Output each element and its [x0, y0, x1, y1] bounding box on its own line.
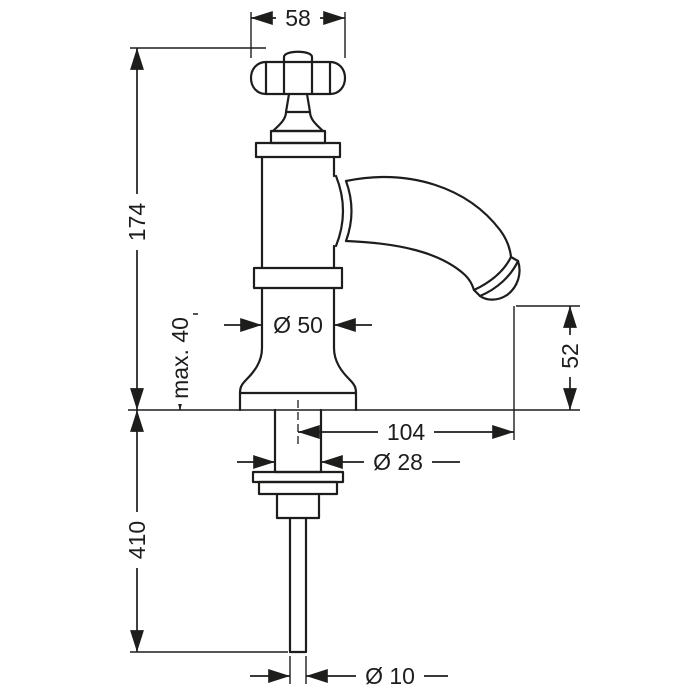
dim-52-label: 52 [557, 343, 583, 369]
dim-total-height: 174 [123, 47, 266, 410]
faucet-handle [249, 50, 347, 145]
dim-104-label-box [378, 419, 434, 445]
dim-410-label: 410 [124, 521, 150, 559]
dim-pipe-diameter: Ø 10 [250, 656, 448, 689]
dim-174-label: 174 [124, 203, 150, 242]
spout-root-ring-1 [334, 174, 345, 248]
dim-10-label-box [356, 663, 424, 689]
spout-inner-curve [344, 239, 476, 292]
spout-outer-curve [344, 175, 513, 259]
faucet-spout [334, 174, 521, 301]
dim-58-label-box [276, 6, 320, 31]
handle-ring [269, 129, 327, 145]
dim-50-label-box [265, 312, 331, 338]
dim-410-label-box [123, 512, 150, 568]
dim-58-label: 58 [285, 5, 311, 31]
spout-collar-line-2 [478, 259, 520, 298]
dim-base-diameter: Ø 50 [224, 312, 372, 338]
faucet-body [252, 141, 344, 350]
dim-174-label-box [123, 194, 150, 250]
spout-root-ring-2 [344, 179, 353, 243]
body-top-collar [254, 141, 342, 159]
dim-28-label: Ø 28 [373, 449, 423, 475]
dim-max-deck-thickness: max. 40 [166, 312, 198, 410]
base-flare-right [332, 346, 358, 412]
spout-collar-jog-top [509, 255, 520, 263]
body-ring-band [252, 266, 344, 290]
dim-52-label-box [556, 335, 583, 377]
dim-spout-reach: 104 [298, 306, 515, 445]
washer-upper [251, 470, 345, 484]
spout-collar-jog-bottom [472, 288, 482, 298]
supply-pipe [288, 516, 308, 654]
handle-skirt [271, 110, 325, 133]
spout-tip-inner [478, 293, 509, 301]
below-deck-assembly [251, 400, 345, 654]
spout-collar-line-1 [472, 255, 513, 292]
handle-stem [284, 92, 312, 114]
dim-10-label: Ø 10 [365, 663, 415, 689]
dim-max40-label-box [166, 312, 193, 404]
dim-handle-width: 58 [250, 5, 346, 58]
dim-50-label: Ø 50 [273, 312, 323, 338]
spout-tip-outer [505, 259, 521, 297]
dim-max40-label: max. 40 [167, 317, 193, 399]
dim-104-label: 104 [387, 419, 426, 445]
dim-outlet-height: 52 [516, 305, 583, 410]
handle-dome [282, 50, 314, 64]
faucet-base [238, 346, 358, 412]
dim-shank-diameter: Ø 28 [237, 449, 460, 475]
dim-28-label-box [364, 449, 432, 475]
mounting-nut [257, 480, 339, 496]
base-flare-left [238, 346, 264, 412]
shank-stub [275, 492, 321, 520]
dim-below-deck-length: 410 [123, 410, 288, 653]
